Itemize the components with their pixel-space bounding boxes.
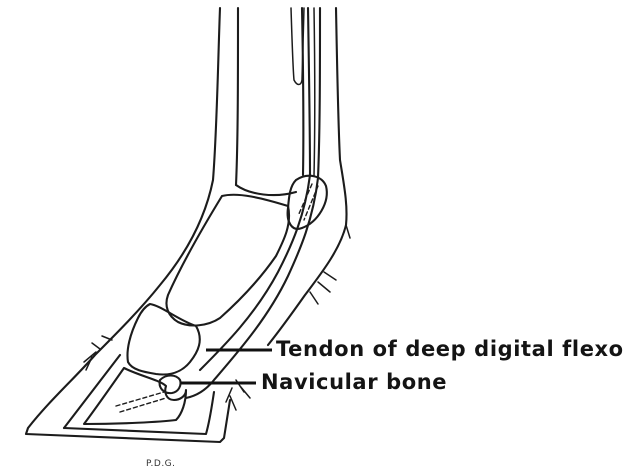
sesamoid-bone [288,176,327,229]
coffin-bone-dashes [116,392,166,412]
tendon-inner-line [314,8,315,176]
artist-signature: P.D.G. [146,459,176,469]
hair-tuft-back [310,225,350,304]
cannon-bone [236,8,238,185]
label-navicular-bone: Navicular bone [261,370,447,394]
short-pastern-bone [127,304,199,375]
skin-front-outline [26,8,230,442]
fetlock-condyle [236,185,296,195]
label-tendon-deep-digital-flexor: Tendon of deep digital flexor [276,337,624,361]
hoof-wall-front [64,355,120,428]
